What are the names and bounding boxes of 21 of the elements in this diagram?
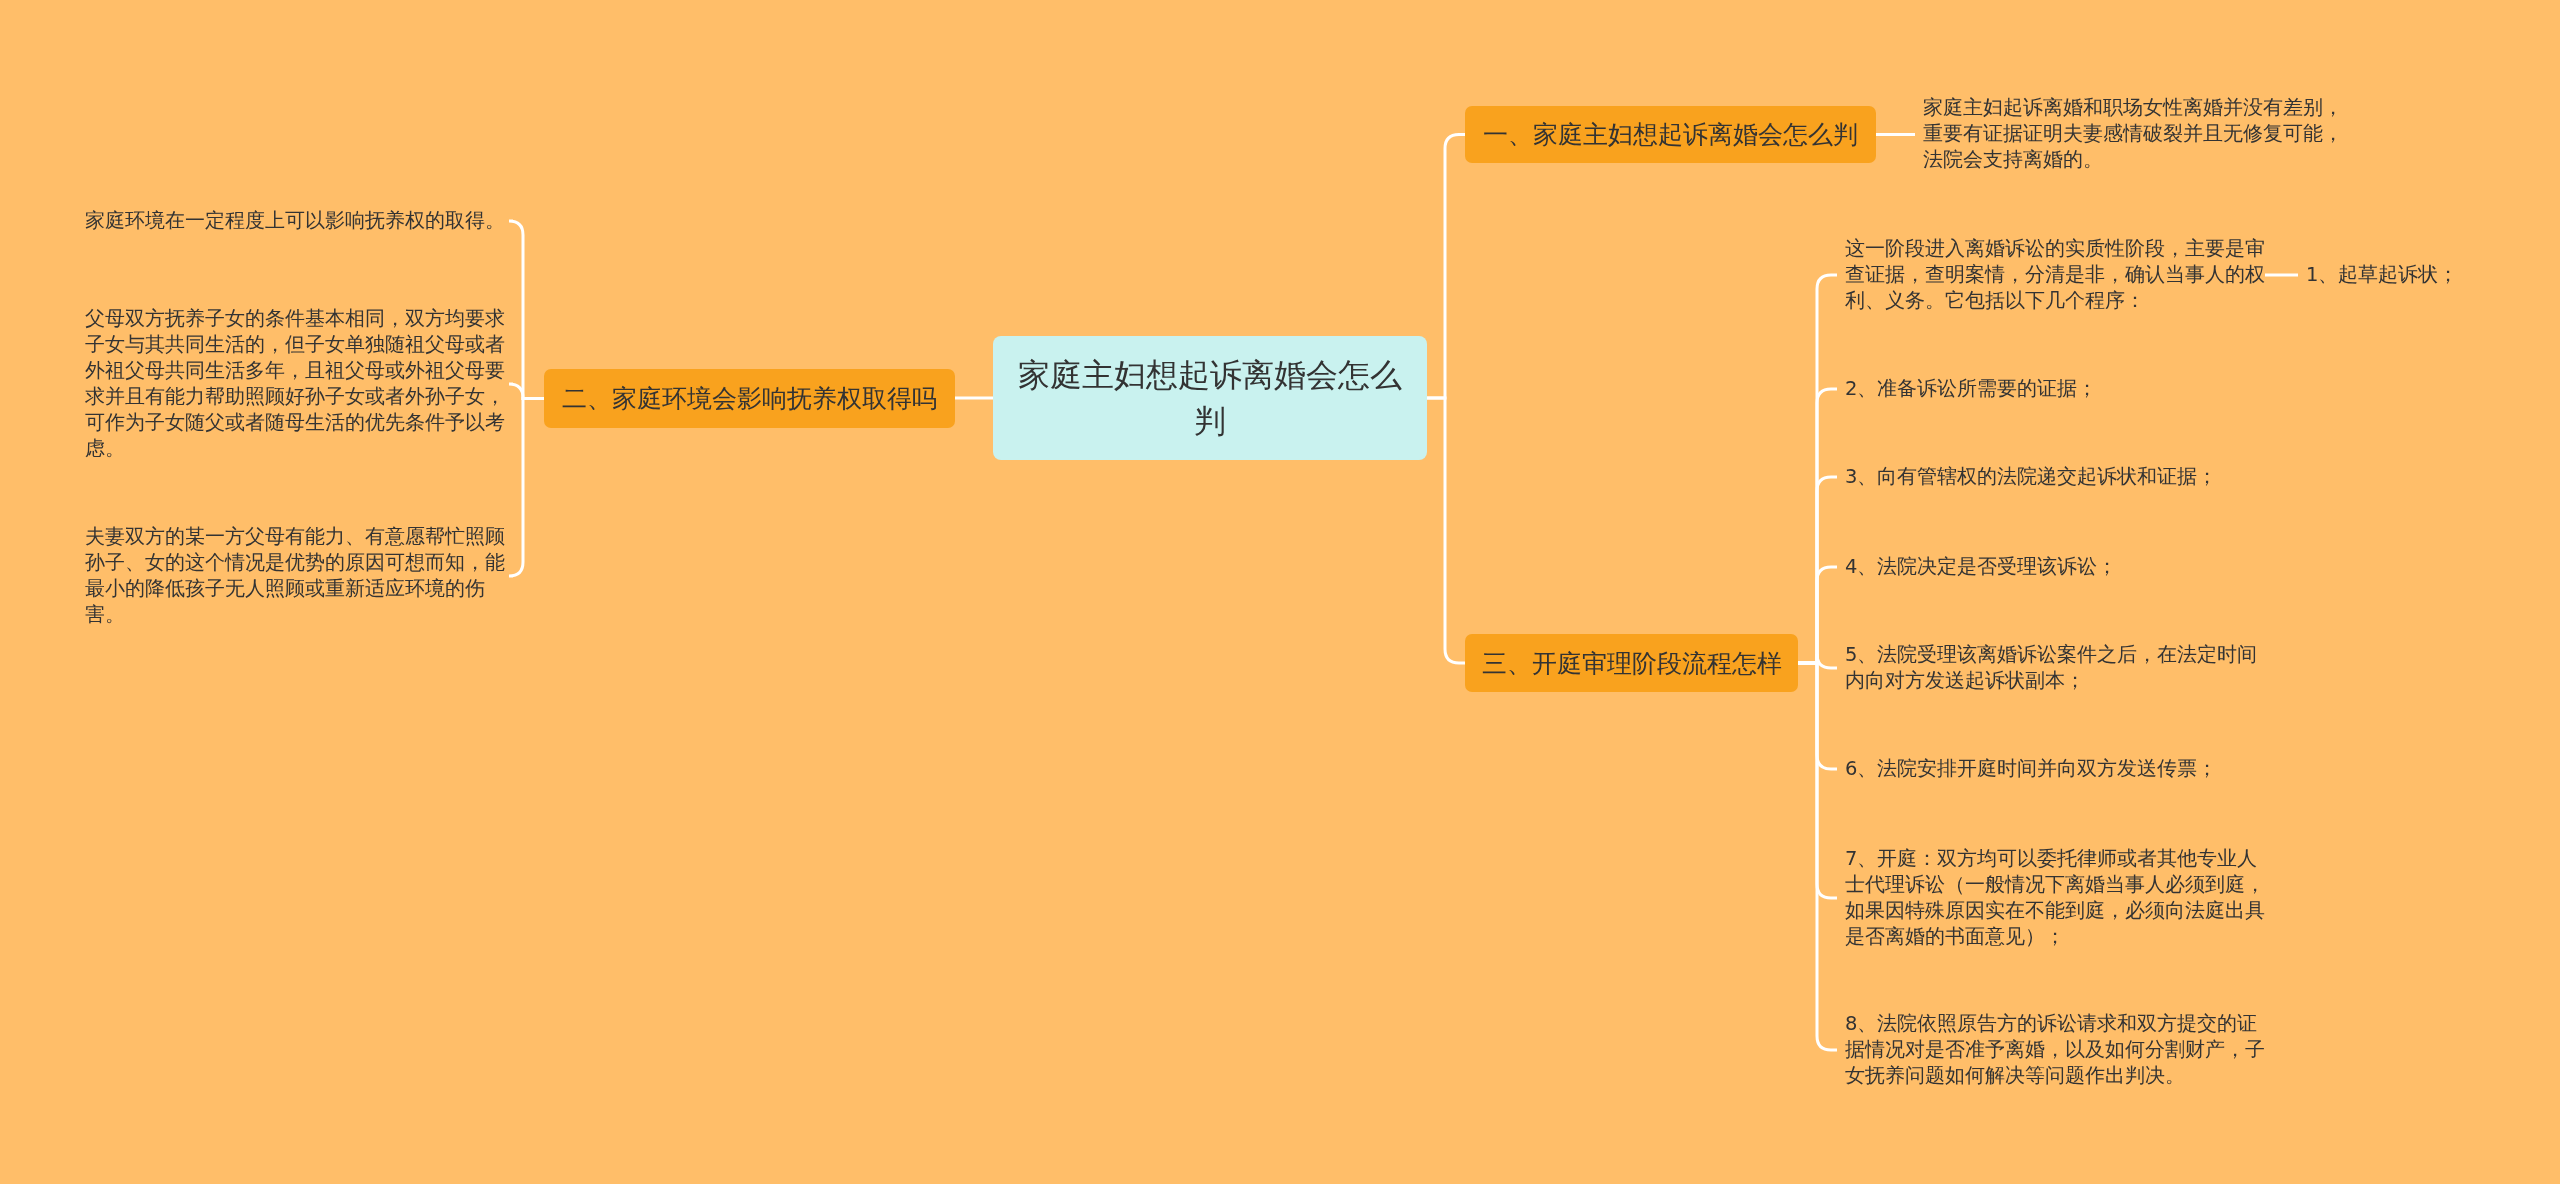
connector-line [2265,273,2298,277]
topic-text: 5、法院受理该离婚诉讼案件之后，在法定时间内向对方发送起诉状副本； [1845,642,2259,694]
central-topic-box: 家庭主妇想起诉离婚会怎么判 [993,336,1427,460]
connector-line [1876,133,1915,136]
branch-topic-box: 一、家庭主妇想起诉离婚会怎么判 [1465,105,1876,163]
topic-text: 2、准备诉讼所需要的证据； [1845,376,2099,402]
topic-text: 7、开庭：双方均可以委托律师或者其他专业人士代理诉讼（一般情况下离婚当事人必须到庭，如果因特殊原因实在不能到庭，必须向法庭出具是否离婚的书面意见）； [1845,846,2265,950]
topic-text: 家庭环境在一定程度上可以影响抚养权的取得。 [85,208,505,234]
topic-text: 8、法院依照原告方的诉讼请求和双方提交的证据情况对是否准予离婚，以及如何分割财产，子女抚养问题如何解决等问题作出判决。 [1845,1011,2265,1089]
topic-text: 父母双方抚养子女的条件基本相同，双方均要求子女与其共同生活的，但子女单独随祖父母或者外祖父母共同生活多年，且祖父母或外祖父母要求并且有能力帮助照顾好孙子女或者外孙子女，可作为子女随父或者随母生活的优先条件予以考虑。 [85,306,505,462]
topic-text: 这一阶段进入离婚诉讼的实质性阶段，主要是审查证据，查明案情，分清是非，确认当事人的权利、义务。它包括以下几个程序： [1845,236,2265,314]
connector-line [507,397,544,578]
topic-text: 1、起草起诉状； [2306,262,2460,288]
connector-line [955,396,993,400]
topic-text: 3、向有管辖权的法院递交起诉状和证据； [1845,464,2219,490]
branch-topic-box: 三、开庭审理阶段流程怎样 [1465,634,1798,692]
topic-text: 4、法院决定是否受理该诉讼； [1845,554,2119,580]
topic-text: 家庭主妇起诉离婚和职场女性离婚并没有差别，重要有证据证明夫妻感情破裂并且无修复可能，法院会支持离婚的。 [1923,95,2343,173]
topic-text: 6、法院安排开庭时间并向双方发送传票； [1845,756,2219,782]
topic-text: 夫妻双方的某一方父母有能力、有意愿帮忙照顾孙子、女的这个情况是优势的原因可想而知，能最小的降低孩子无人照顾或重新适应环境的伤害。 [85,524,505,628]
branch-topic-box: 二、家庭环境会影响抚养权取得吗 [544,368,955,428]
